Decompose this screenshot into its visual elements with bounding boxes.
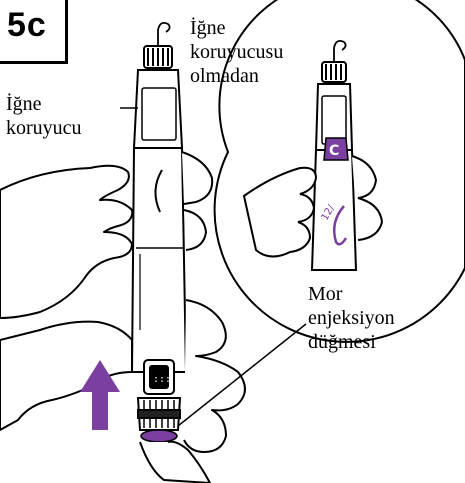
purple-button-label-line: düğmesi: [308, 331, 376, 353]
purple-injection-button-label: Mor enjeksiyon düğmesi: [308, 282, 395, 354]
without-shield-label-line: koruyucusu: [190, 41, 284, 63]
without-shield-label-line: olmadan: [190, 65, 259, 87]
svg-text::::: :::: [153, 374, 171, 385]
inset-purple-cap: [323, 137, 349, 161]
arrow-up-icon: [80, 360, 120, 430]
inset-cap-letter: C: [329, 143, 339, 159]
needle-shield-label-line: koruyucu: [6, 117, 82, 139]
upper-hand: [0, 164, 134, 319]
inset-pen-marking: [333, 205, 348, 246]
hands: [0, 107, 307, 483]
needle-shield: [132, 69, 184, 149]
pen: :::: [130, 21, 188, 431]
purple-button-label-line: Mor: [308, 283, 343, 305]
needle-shield-label: İğne koruyucu: [6, 92, 82, 140]
purple-button-label-line: enjeksiyon: [308, 307, 395, 329]
without-shield-label-line: İğne: [190, 17, 226, 39]
step-label: 5c: [7, 6, 47, 44]
needle-shield-label-line: İğne: [6, 93, 42, 115]
inset-needle-icon: [333, 39, 347, 62]
without-needle-shield-label: İğne koruyucusu olmadan: [190, 16, 283, 88]
purple-injection-button: [140, 429, 178, 443]
step-badge: 5c: [0, 0, 68, 64]
needle-icon: [157, 21, 171, 46]
